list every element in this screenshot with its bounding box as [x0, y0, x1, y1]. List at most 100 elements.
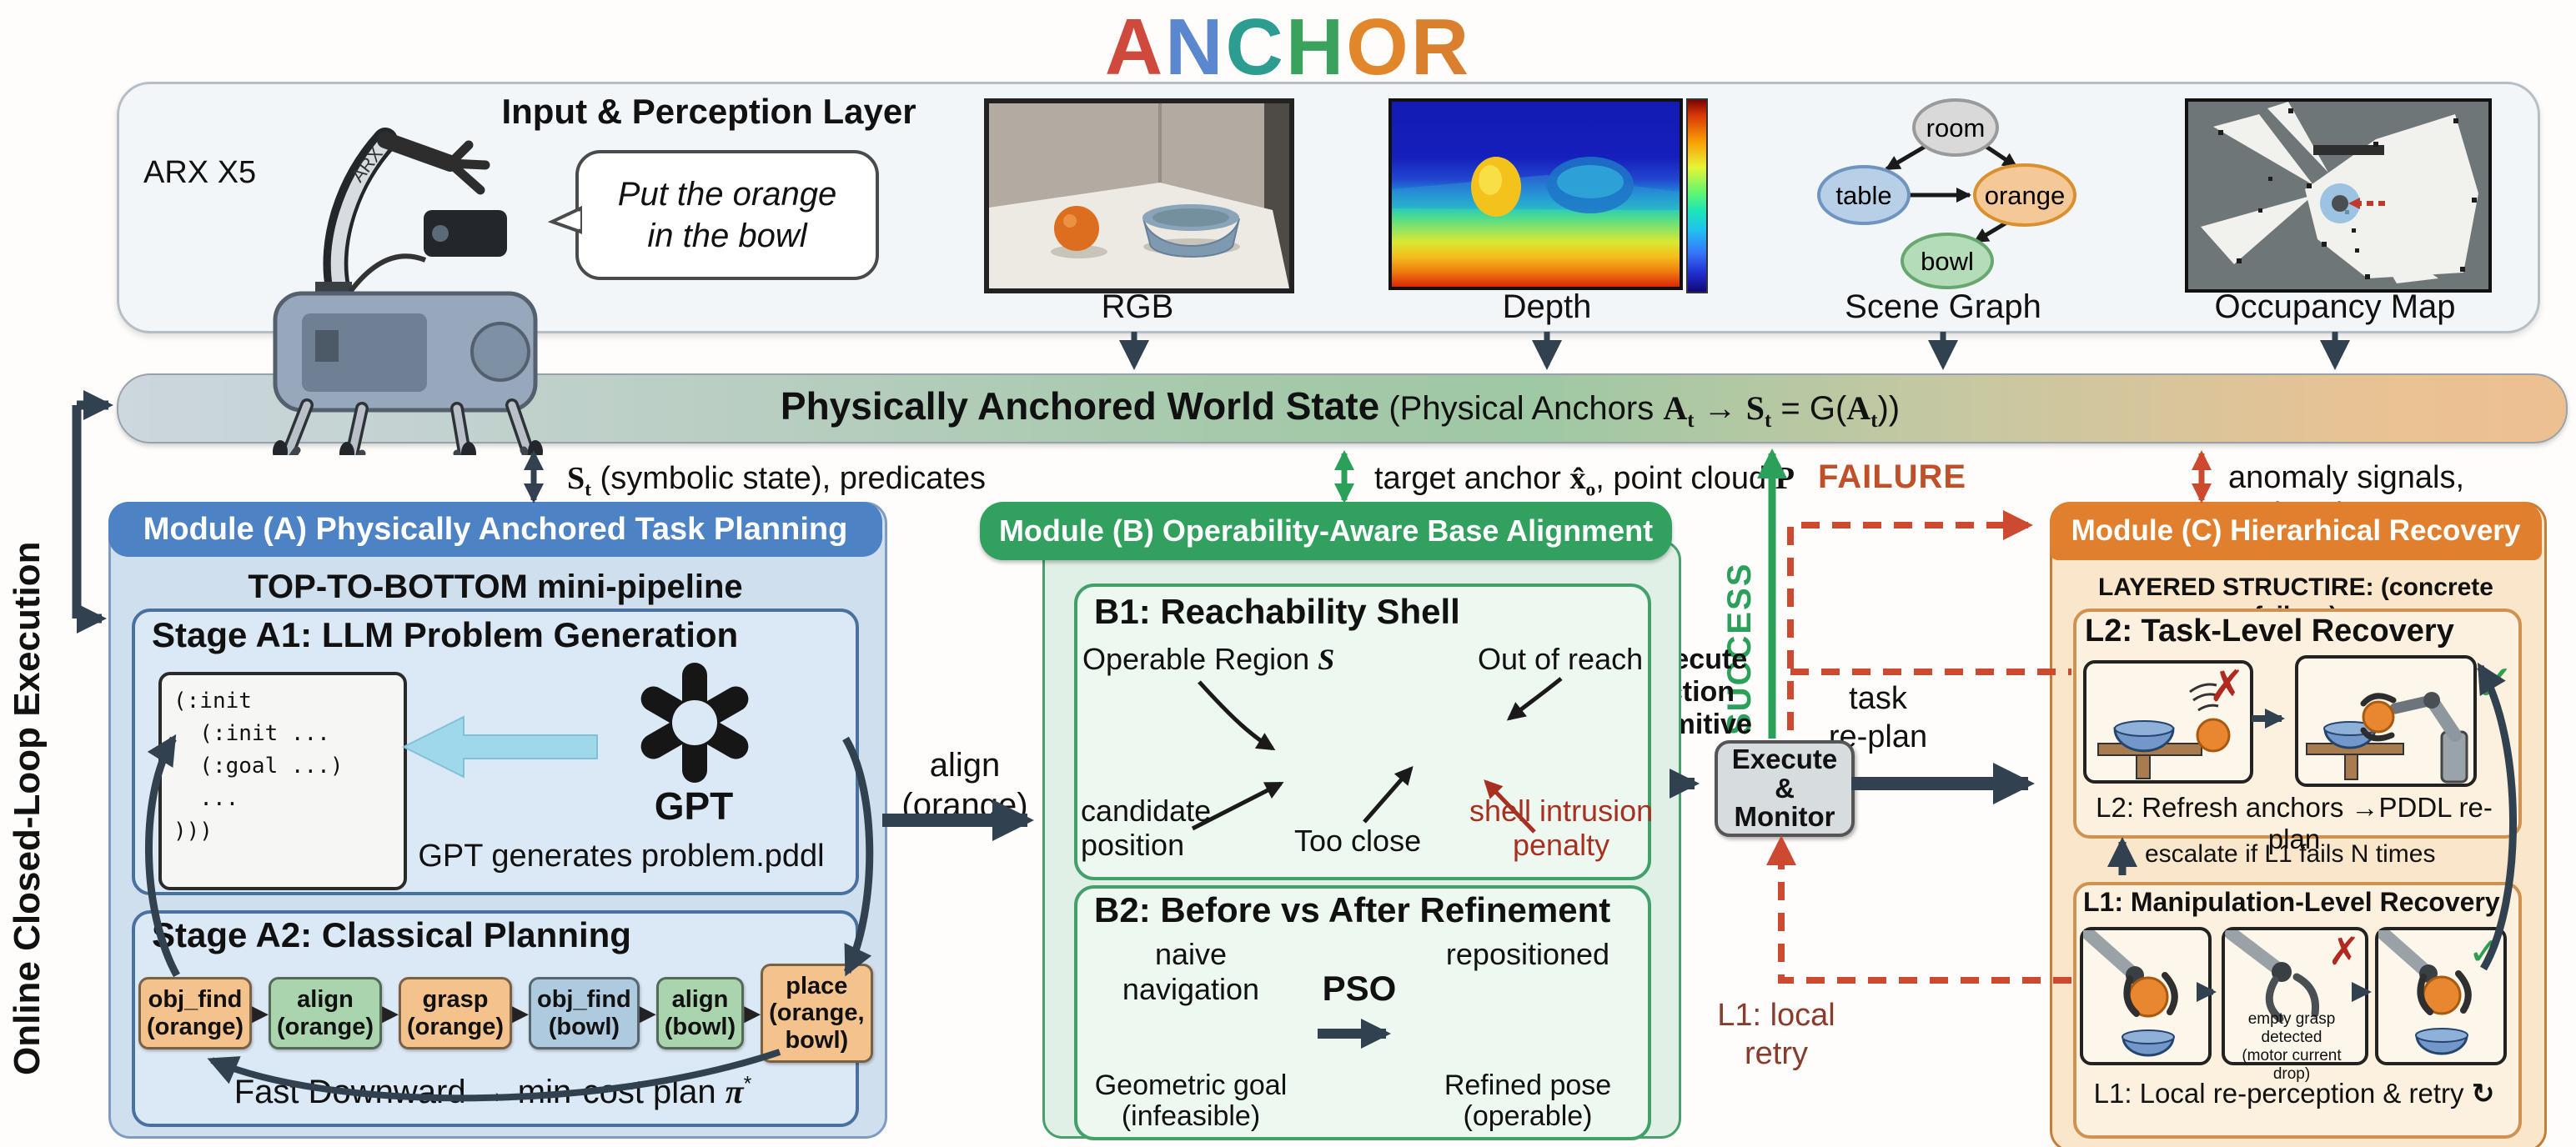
scene-node-orange: orange	[1985, 181, 2066, 210]
world-state-text: Physically Anchored World State (Physica…	[534, 383, 2147, 433]
step-line: bowl)	[785, 1026, 849, 1054]
depth-label: Depth	[1502, 288, 1592, 325]
l1-grasp-image	[2080, 927, 2212, 1065]
code-line: (:init ...	[173, 721, 330, 746]
check-icon: ✓	[2468, 929, 2500, 974]
l2-failure-drawing	[2097, 683, 2231, 779]
operable-region-label: Operable Region S	[1082, 642, 1334, 677]
math-sub: t	[1765, 409, 1772, 432]
speech-tail	[547, 205, 582, 234]
closed-loop-arrow	[72, 390, 113, 634]
failure-label: FAILURE	[1818, 458, 1967, 495]
code-line: (:init	[173, 689, 252, 714]
plan-chain: obj_find(orange) ▶ align(orange) ▶ grasp…	[138, 964, 873, 1064]
math-sub: o	[1585, 478, 1596, 501]
module-c-header: Module (C) Hierarhical Recovery	[2050, 502, 2542, 560]
step-line: grasp	[422, 986, 489, 1014]
empty-grasp-note: empty grasp detected(motor current drop)	[2225, 1010, 2358, 1083]
plan-step: align(orange)	[269, 977, 382, 1050]
title-letter: H	[1285, 3, 1347, 92]
step-line: obj_find	[148, 986, 243, 1014]
robot-name-label: ARX X5	[143, 155, 257, 190]
check-icon: ✓	[2473, 654, 2516, 713]
step-line: align	[297, 986, 354, 1014]
title-letter: C	[1225, 3, 1286, 92]
plan-step: grasp(orange)	[399, 977, 512, 1050]
monitor-line: Monitor	[1734, 801, 1835, 833]
out-of-reach-label: Out of reach	[1478, 642, 1644, 676]
scene-node-table: table	[1835, 181, 1891, 210]
title-letter: R	[1410, 3, 1472, 92]
chain-arrow-icon: ▶	[639, 1000, 656, 1026]
label-line: L1: local	[1717, 998, 1835, 1033]
pso-label: PSO	[1322, 969, 1397, 1008]
occupancy-drawing	[2201, 102, 2478, 283]
scene-node-room: room	[1926, 113, 1986, 143]
speech-bubble: Put the orange in the bowl	[547, 150, 879, 280]
label-line: retry	[1745, 1035, 1808, 1071]
code-line: ...	[173, 786, 239, 811]
world-state-formula: (Physical Anchors	[1379, 390, 1664, 427]
step-line: (orange)	[147, 1013, 244, 1040]
label-line: position	[1081, 828, 1185, 863]
math-sub: t	[1687, 409, 1695, 432]
caption-line: Refined pose	[1444, 1069, 1612, 1101]
math-S: S	[1745, 389, 1765, 427]
module-a-subtitle: TOP-TO-BOTTOM mini-pipeline	[248, 568, 743, 605]
l2-success-drawing	[2306, 692, 2468, 784]
math-S-region: S	[1318, 643, 1335, 676]
perception-title: Input & Perception Layer	[501, 92, 916, 131]
stage-a1-caption: GPT generates problem.pddl	[418, 839, 825, 874]
module-b-header: Module (B) Operability-Aware Base Alignm…	[980, 502, 1672, 560]
l1-retry-success-image: ✓	[2375, 927, 2507, 1065]
code-line: (:goal ...)	[173, 754, 344, 779]
cross-icon: ✗	[2327, 929, 2360, 974]
occupancy-map	[2185, 98, 2492, 293]
step-line: align	[671, 986, 729, 1014]
refined-pose-caption: Refined pose(operable)	[1418, 1069, 1638, 1133]
note-line: (motor current drop)	[2242, 1046, 2342, 1083]
retry-icon: ↻	[2471, 1077, 2495, 1109]
align-orange-label: align(orange)	[886, 745, 1044, 825]
cross-icon: ✗	[2208, 662, 2245, 712]
chain-arrow-icon: ▶	[512, 1000, 529, 1026]
caption-line: (operable)	[1463, 1100, 1593, 1133]
label-line: task	[1849, 681, 1907, 716]
step-line: obj_find	[537, 986, 631, 1014]
perception-to-bar-arrows	[1119, 332, 2350, 370]
module-a-header: Module (A) Physically Anchored Task Plan…	[108, 502, 882, 557]
math-P: P	[1775, 461, 1795, 496]
generation-arrow-icon	[402, 715, 598, 779]
gpt-logo-icon	[640, 663, 749, 783]
escalate-label: escalate if L1 fails N times	[2145, 840, 2436, 868]
b1-title: B1: Reachability Shell	[1094, 592, 1460, 631]
target-anchor-label: target anchor x̂o, point cloud P	[1374, 460, 1795, 502]
caption-line: (infeasible)	[1121, 1100, 1261, 1133]
world-state-title: Physically Anchored World State	[780, 384, 1380, 428]
title-letter: A	[1104, 3, 1166, 92]
execute-monitor-box: Execute & Monitor	[1715, 740, 1855, 837]
title-letter: O	[1346, 3, 1411, 92]
figure-title: ANCHOR	[0, 2, 2576, 93]
step-line: (bowl)	[548, 1013, 620, 1040]
b2-panel	[1074, 885, 1651, 1140]
naive-navigation-label: naive navigation	[1122, 937, 1260, 1006]
l1-retry-drawing	[2377, 927, 2472, 1055]
too-close-label: Too close	[1294, 824, 1422, 858]
label-line: shell intrusion	[1469, 794, 1654, 828]
chain-arrow-icon: ▶	[252, 1000, 269, 1026]
left-rail-label: Online Closed-Loop Execution	[7, 541, 48, 1075]
label-text: , point cloud	[1595, 461, 1775, 496]
l2-failure-image: ✗	[2083, 660, 2253, 784]
l2-success-image	[2295, 655, 2477, 787]
stage-a1-title: Stage A1: LLM Problem Generation	[152, 615, 739, 654]
label-text: target anchor	[1374, 461, 1570, 496]
monitor-line: Execute	[1731, 744, 1838, 775]
caption-text: L1: Local re-perception & retry	[2093, 1078, 2472, 1109]
code-line: )))	[173, 819, 213, 844]
gpt-label: GPT	[654, 784, 734, 828]
step-line: (orange)	[407, 1013, 504, 1040]
